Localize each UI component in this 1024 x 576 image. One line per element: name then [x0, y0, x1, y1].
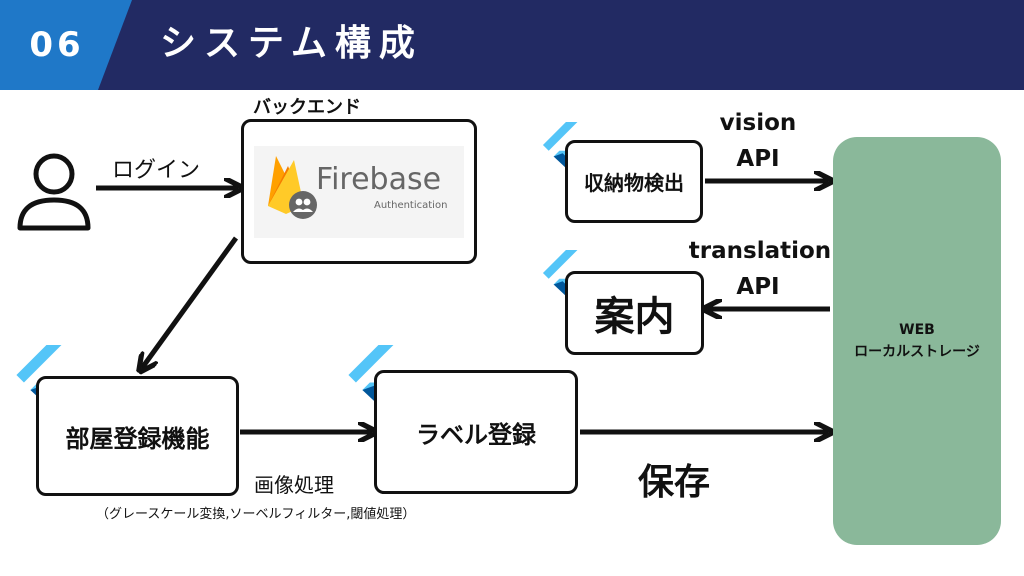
save-label: 保存	[638, 462, 711, 503]
firebase-name: Firebase	[316, 162, 442, 197]
image-processing-label: 画像処理	[254, 473, 334, 497]
login-label: ログイン	[112, 158, 201, 183]
firebase-logo: Firebase Authentication	[254, 146, 464, 238]
firebase-subtitle: Authentication	[374, 200, 448, 211]
firebase-box: Firebase Authentication	[241, 119, 477, 264]
image-processing-detail: （グレースケール変換,ソーベルフィルター,閾値処理）	[96, 507, 416, 522]
page-title: システム構成	[160, 23, 423, 64]
vision-api-label: API	[736, 146, 780, 172]
room-register-box: 部屋登録機能	[36, 376, 239, 496]
web-local-storage: WEB ローカルストレージ	[833, 137, 1001, 545]
vision-label: vision	[719, 110, 797, 136]
header-background	[0, 0, 1024, 90]
storage-detection-box: 収納物検出	[565, 140, 703, 223]
translation-label: translation	[688, 238, 832, 264]
label-register-box: ラベル登録	[374, 370, 578, 494]
section-number: 06	[29, 25, 85, 65]
firebase-to-room-arrow	[142, 236, 239, 368]
translation-api-label: API	[736, 274, 780, 300]
guide-box: 案内	[565, 271, 704, 355]
storage-label-local: ローカルストレージ	[854, 344, 980, 360]
backend-label: バックエンド	[253, 97, 361, 118]
header: 06 システム構成	[0, 0, 1024, 90]
user-icon	[17, 153, 91, 231]
users-icon	[289, 191, 317, 219]
storage-label-web: WEB	[899, 322, 935, 338]
